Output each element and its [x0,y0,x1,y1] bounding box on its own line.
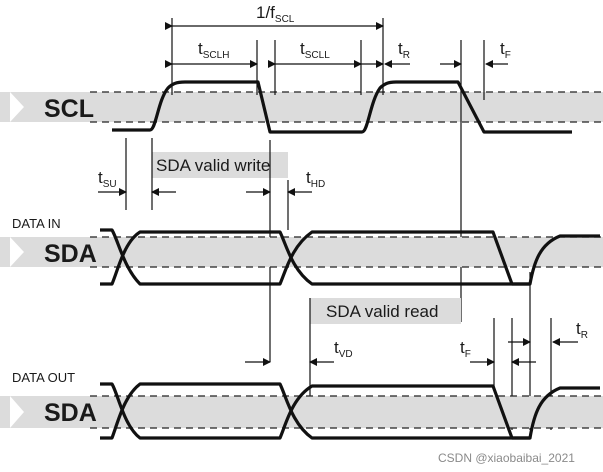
t-r-out-label: tR [576,319,588,341]
sda-out-row: DATA OUT SDA [0,370,603,440]
t-r-scl-label: tR [398,39,410,61]
sda-in-signal-label: SDA [44,240,97,268]
t-sclh-label: tSCLH [198,39,229,61]
sda-out-band-notch [10,396,24,428]
watermark: CSDN @xiaobaibai_2021 [438,451,575,465]
sda-out-signal-label: SDA [44,399,97,427]
sda-out-waveform-a [100,382,530,440]
t-vd-label: tVD [334,338,353,360]
scl-signal-label: SCL [44,95,94,123]
sda-valid-write: SDA valid write tSU tHD [98,138,325,362]
sda-out-waveform-b [100,382,600,440]
t-hd-label: tHD [306,168,325,190]
valid-read-label: SDA valid read [326,302,438,321]
sda-in-waveform-b [100,230,600,286]
valid-write-box [152,152,288,178]
sda-in-row: DATA IN SDA [0,216,603,286]
scl-band [0,92,603,122]
scl-waveform [112,80,572,134]
scl-row: SCL [0,80,603,134]
t-scll-label: tSCLL [300,39,330,61]
data-out-label: DATA OUT [12,370,75,385]
sda-in-waveform-a [100,228,530,286]
sda-in-band-notch [10,237,24,267]
t-f-out-label: tF [460,338,471,360]
valid-write-label: SDA valid write [156,156,270,175]
valid-read-box [310,298,461,324]
t-f-scl-label: tF [500,39,511,61]
scl-timing: 1/fSCL tSCLH tSCLL tR tF [165,3,511,322]
period-label: 1/fSCL [256,3,295,25]
scl-band-notch [10,92,24,122]
t-su-label: tSU [98,168,117,190]
data-in-label: DATA IN [12,216,61,231]
